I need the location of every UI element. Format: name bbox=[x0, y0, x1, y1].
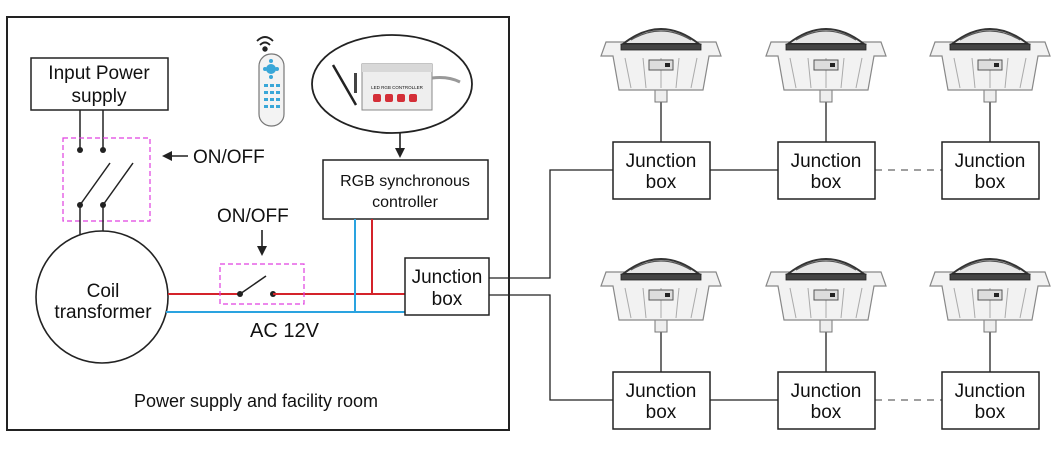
main-switch-blade-2 bbox=[102, 162, 134, 206]
coil-label-line2: transformer bbox=[54, 302, 152, 323]
coil-transformer bbox=[35, 230, 169, 364]
pool-light-icon bbox=[929, 258, 1051, 372]
junction-box-6: Junction box bbox=[941, 371, 1040, 430]
junction-label-line2: box bbox=[975, 172, 1006, 193]
junction-box-2: Junction box bbox=[777, 141, 876, 200]
circuit-wire-top bbox=[489, 169, 613, 279]
main-junction-box bbox=[404, 257, 490, 316]
input-power-label-line2: supply bbox=[72, 86, 127, 107]
junction-box-3: Junction box bbox=[941, 141, 1040, 200]
main-switch-blade-1 bbox=[79, 162, 111, 206]
junction-label-line1: Junction bbox=[955, 151, 1026, 172]
junction-box-5: Junction box bbox=[777, 371, 876, 430]
junction-label-line1: Junction bbox=[955, 381, 1026, 402]
pool-light-icon bbox=[765, 28, 887, 142]
junction-label-line2: box bbox=[811, 402, 842, 423]
input-power-box bbox=[30, 57, 169, 111]
junction-label-line1: Junction bbox=[791, 151, 862, 172]
input-power-label-line1: Input Power bbox=[48, 63, 150, 84]
facility-room-frame bbox=[6, 16, 510, 431]
junction-label-line2: box bbox=[811, 172, 842, 193]
pool-light-icon bbox=[929, 28, 1051, 142]
rgb-controller-label-line2: controller bbox=[372, 194, 438, 211]
remote-control-icon bbox=[258, 53, 285, 127]
main-junction-label-line2: box bbox=[432, 289, 463, 310]
ac-voltage-label: AC 12V bbox=[250, 320, 320, 342]
junction-label-line2: box bbox=[646, 172, 677, 193]
junction-label-line2: box bbox=[975, 402, 1006, 423]
rgb-controller-label-line1: RGB synchronous bbox=[340, 173, 470, 190]
pool-light-icon bbox=[600, 28, 722, 142]
junction-box-1: Junction box bbox=[612, 141, 711, 200]
main-switch-label: ON/OFF bbox=[193, 147, 265, 168]
junction-box-4: Junction box bbox=[612, 371, 711, 430]
ac-switch-label: ON/OFF bbox=[217, 206, 289, 227]
main-switch-box bbox=[62, 137, 151, 222]
wifi-icon bbox=[256, 36, 274, 52]
junction-label-line1: Junction bbox=[626, 381, 697, 402]
controller-device-icon: LED RGB CONTROLLER bbox=[331, 63, 461, 111]
junction-label-line2: box bbox=[646, 402, 677, 423]
circuit-wire-bottom bbox=[489, 294, 613, 401]
coil-label-line1: Coil bbox=[87, 281, 120, 302]
facility-room-caption: Power supply and facility room bbox=[134, 391, 378, 411]
main-junction-label-line1: Junction bbox=[412, 267, 483, 288]
ac-switch-box bbox=[219, 263, 305, 305]
junction-label-line1: Junction bbox=[626, 151, 697, 172]
ac-switch-blade bbox=[239, 275, 267, 295]
pool-light-icon bbox=[600, 258, 722, 372]
pool-light-icon bbox=[765, 258, 887, 372]
rgb-controller-box bbox=[322, 159, 489, 220]
controller-device-text: LED RGB CONTROLLER bbox=[371, 85, 424, 90]
junction-label-line1: Junction bbox=[791, 381, 862, 402]
